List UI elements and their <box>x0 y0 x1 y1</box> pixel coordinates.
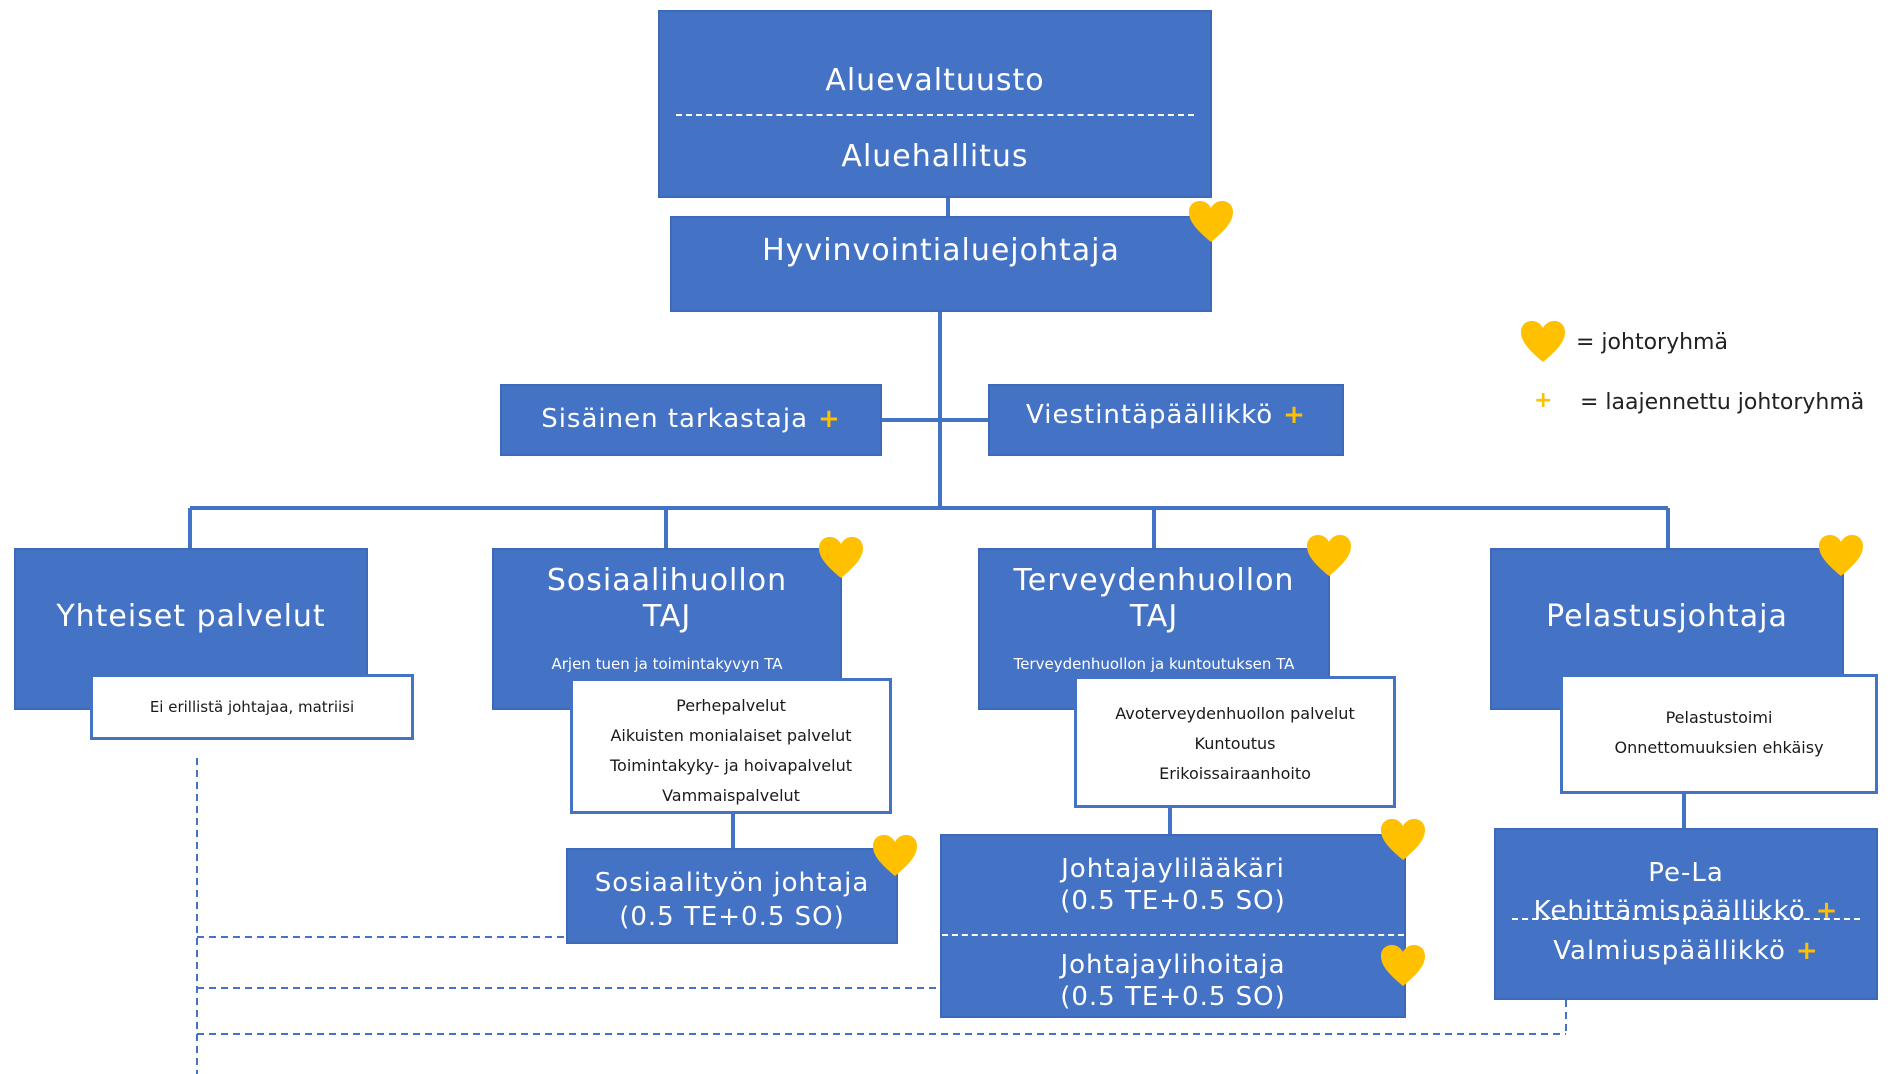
plus-icon: + <box>818 404 841 434</box>
rescue-service-item: Onnettomuuksien ehkäisy <box>1614 738 1824 757</box>
heart-icon <box>1381 945 1425 986</box>
health-service-item: Erikoissairaanhoito <box>1159 764 1311 783</box>
common-services-note-box: Ei erillistä johtajaa, matriisi <box>90 674 414 740</box>
social-service-item: Aikuisten monialaiset palvelut <box>610 726 852 745</box>
health-services-box: Avoterveydenhuollon palvelut Kuntoutus E… <box>1074 676 1396 808</box>
rescue-managers-divider <box>1512 918 1860 920</box>
health-area-label: Terveydenhuollon ja kuntoutuksen TA <box>1013 655 1295 673</box>
social-service-item: Toimintakyky- ja hoivapalvelut <box>609 756 852 775</box>
council-board-box: Aluevaltuusto Aluehallitus <box>658 10 1212 198</box>
common-services-title: Yhteiset palvelut <box>56 599 326 634</box>
rescue-director-title: Pelastusjohtaja <box>1546 599 1788 634</box>
communications-manager-box: Viestintäpäällikkö + <box>988 384 1344 456</box>
social-area-label: Arjen tuen ja toimintakyvyn TA <box>551 655 783 673</box>
common-services-note: Ei erillistä johtajaa, matriisi <box>149 698 355 716</box>
social-service-item: Vammaispalvelut <box>662 786 800 805</box>
social-work-director-box: Sosiaalityön johtaja (0.5 TE+0.5 SO) <box>566 848 898 944</box>
legend-heart-text: = johtoryhmä <box>1576 330 1728 355</box>
legend-plus-icon: + <box>1534 388 1553 413</box>
social-work-director-detail: (0.5 TE+0.5 SO) <box>619 902 845 932</box>
heart-icon <box>819 537 863 578</box>
health-service-item: Avoterveydenhuollon palvelut <box>1115 704 1355 723</box>
communications-manager-label: Viestintäpäällikkö <box>1026 400 1274 430</box>
social-title-line2: TAJ <box>642 599 692 634</box>
heart-icon <box>873 835 917 876</box>
legend-plus-text: = laajennettu johtoryhmä <box>1580 390 1865 415</box>
health-chiefs-divider <box>942 934 1404 936</box>
internal-auditor-label: Sisäinen tarkastaja <box>541 404 809 434</box>
social-title-line1: Sosiaalihuollon <box>546 563 788 598</box>
health-chiefs-box: Johtajaylilääkäri (0.5 TE+0.5 SO) Johtaj… <box>940 834 1406 1018</box>
development-manager-label: Pe-La Kehittämispäällikkö <box>1533 858 1806 926</box>
heart-icon <box>1381 819 1425 860</box>
internal-auditor-box: Sisäinen tarkastaja + <box>500 384 882 456</box>
director-label: Hyvinvointialuejohtaja <box>762 233 1120 268</box>
health-service-item: Kuntoutus <box>1194 734 1276 753</box>
health-title-line2: TAJ <box>1129 599 1179 634</box>
heart-icon <box>1307 535 1351 576</box>
heart-icon <box>1521 321 1565 362</box>
rescue-service-item: Pelastustoimi <box>1665 708 1773 727</box>
chief-physician-detail: (0.5 TE+0.5 SO) <box>1060 886 1286 916</box>
rescue-managers-box: Pe-La Kehittämispäällikkö + Valmiuspäälli… <box>1494 828 1878 1000</box>
health-title-line1: Terveydenhuollon <box>1013 563 1295 598</box>
council-label: Aluevaltuusto <box>825 63 1045 98</box>
council-divider <box>676 114 1194 116</box>
heart-icon <box>1189 201 1233 242</box>
chief-nurse-detail: (0.5 TE+0.5 SO) <box>1060 982 1286 1012</box>
director-box: Hyvinvointialuejohtaja <box>670 216 1212 312</box>
social-services-box: Perhepalvelut Aikuisten monialaiset palv… <box>570 678 892 814</box>
plus-icon: + <box>1815 896 1839 926</box>
social-work-director-title: Sosiaalityön johtaja <box>594 868 870 898</box>
preparedness-manager-label: Valmiuspäällikkö <box>1553 936 1786 966</box>
rescue-services-box: Pelastustoimi Onnettomuuksien ehkäisy <box>1560 674 1878 794</box>
plus-icon: + <box>1283 400 1306 430</box>
heart-icon <box>1819 535 1863 576</box>
social-service-item: Perhepalvelut <box>676 696 786 715</box>
board-label: Aluehallitus <box>841 139 1029 174</box>
chief-physician-title: Johtajaylilääkäri <box>1061 854 1285 884</box>
chief-nurse-title: Johtajaylihoitaja <box>1060 950 1286 980</box>
plus-icon: + <box>1795 936 1819 966</box>
